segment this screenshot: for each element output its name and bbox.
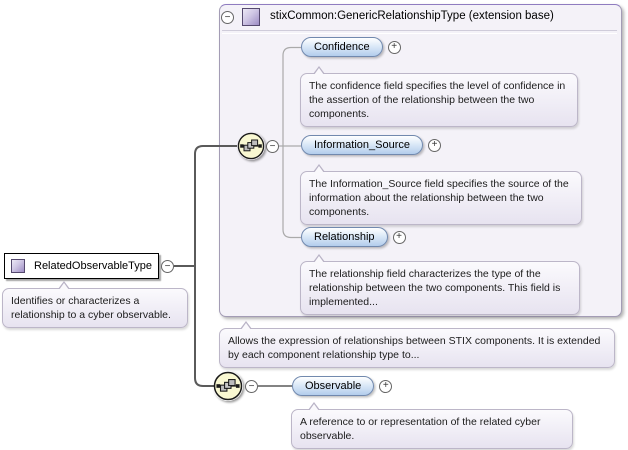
tooltip-pointer — [314, 166, 324, 173]
sequence-icon[interactable] — [237, 132, 265, 160]
annotation-tooltip-relationship: The relationship field characterizes the… — [300, 254, 580, 315]
complex-type-icon — [11, 259, 25, 273]
tooltip-pointer — [314, 256, 324, 263]
expand-toggle-relationship[interactable]: + — [392, 230, 406, 244]
element-information-source-row: Information_Source + — [301, 135, 441, 155]
element-pill-confidence[interactable]: Confidence — [301, 37, 383, 57]
element-pill-relationship[interactable]: Relationship — [301, 227, 388, 247]
extension-base-title: stixCommon:GenericRelationshipType (exte… — [270, 10, 554, 22]
tooltip-pointer — [314, 68, 324, 75]
tooltip-pointer — [59, 283, 69, 290]
tooltip-pointer — [309, 404, 319, 411]
root-type-label: RelatedObservableType — [34, 260, 153, 272]
root-type-box[interactable]: RelatedObservableType — [4, 253, 159, 279]
element-observable-row: Observable + — [292, 376, 393, 396]
header-separator — [222, 30, 617, 34]
collapse-toggle-extension[interactable]: − — [221, 11, 234, 24]
element-confidence-row: Confidence + — [301, 37, 401, 57]
annotation-tooltip-information-source: The Information_Source field specifies t… — [300, 164, 582, 225]
collapse-toggle-sequence1[interactable]: − — [266, 140, 279, 153]
sequence-icon[interactable] — [213, 371, 243, 401]
annotation-tooltip-confidence: The confidence field specifies the level… — [300, 66, 578, 127]
annotation-tooltip-root: Identifies or characterizes a relationsh… — [2, 281, 188, 328]
tooltip-pointer — [241, 323, 251, 330]
expand-toggle-confidence[interactable]: + — [387, 40, 401, 54]
annotation-tooltip-observable: A reference to or representation of the … — [291, 402, 573, 449]
collapse-toggle-sequence2[interactable]: − — [245, 380, 258, 393]
complex-type-icon — [242, 8, 260, 26]
collapse-toggle-root[interactable]: − — [161, 260, 174, 273]
element-pill-observable[interactable]: Observable — [292, 376, 375, 396]
element-pill-information-source[interactable]: Information_Source — [301, 135, 423, 155]
expand-toggle-information-source[interactable]: + — [428, 138, 441, 152]
element-relationship-row: Relationship + — [301, 227, 406, 247]
annotation-tooltip-extension: Allows the expression of relationships b… — [219, 321, 615, 368]
expand-toggle-observable[interactable]: + — [379, 379, 393, 393]
